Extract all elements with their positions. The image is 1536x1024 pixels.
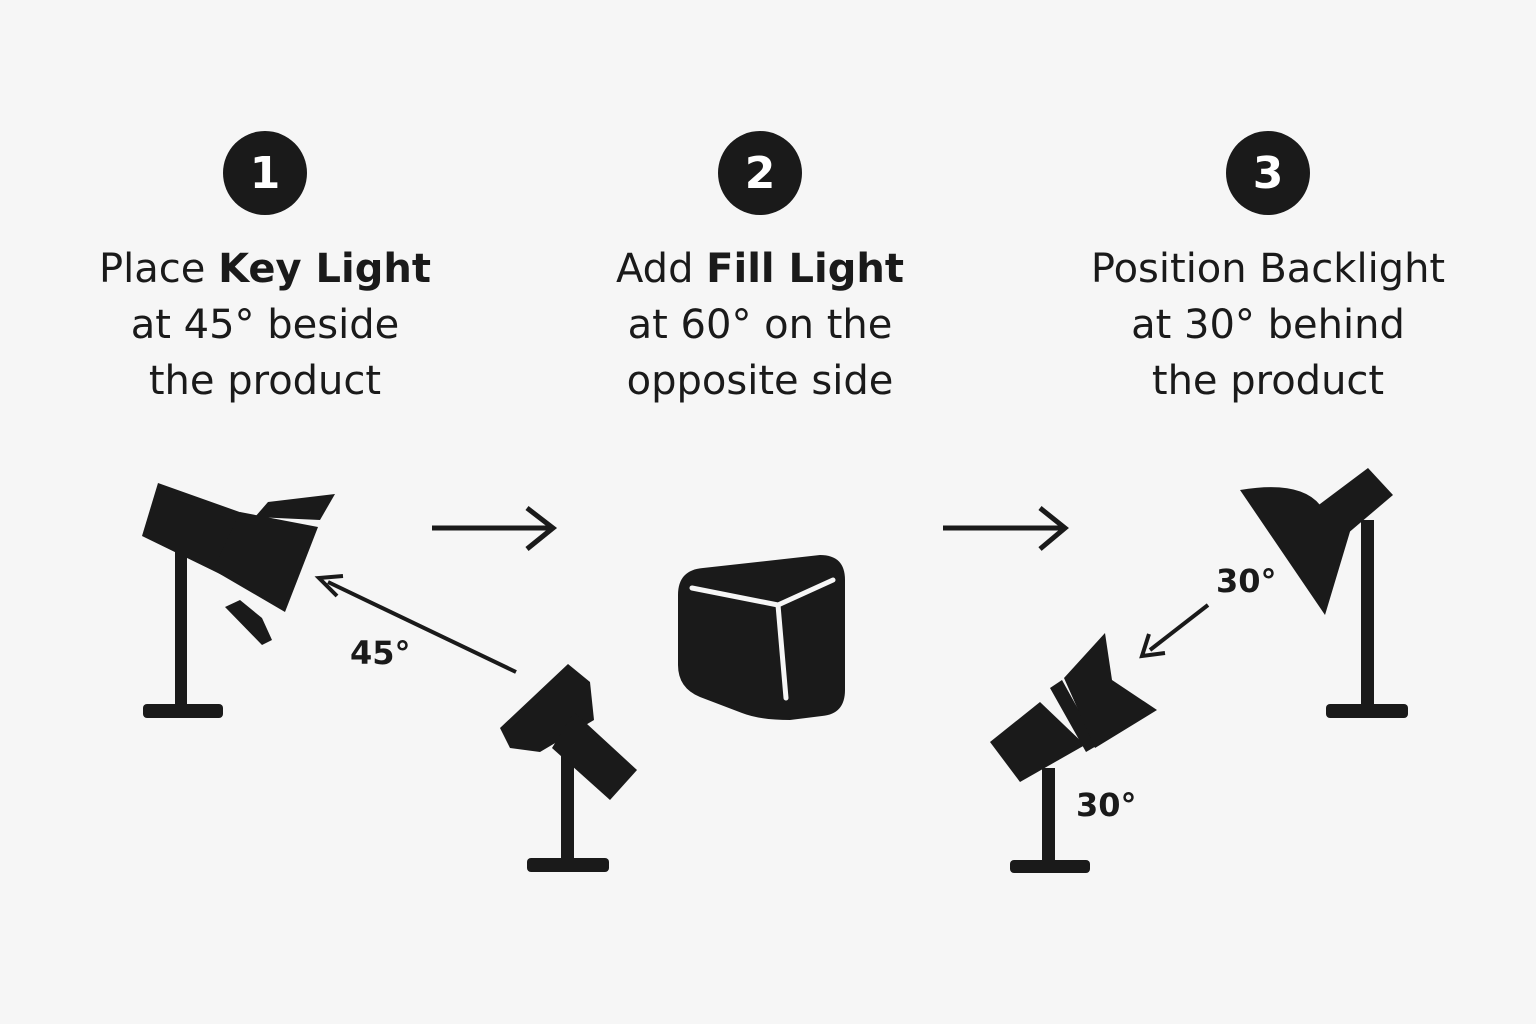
fill-light-icon [500, 664, 637, 872]
step-1-caption-line-2: at 45° beside [130, 302, 400, 348]
step-3-caption-line-3: the product [1151, 358, 1385, 404]
key-angle-arrow [314, 574, 517, 674]
step-2: 2 Add Fill Light at 60° on the opposite … [550, 131, 970, 409]
flow-arrow-2 [943, 506, 1069, 551]
step-2-caption-line-3: opposite side [626, 358, 894, 404]
step-1-caption-emphasis: Key Light [218, 246, 431, 292]
step-2-number-badge: 2 [718, 131, 802, 215]
step-1-caption-line-1: Place Key Light [99, 241, 431, 297]
small-light-icon [990, 633, 1157, 873]
key-angle-label: 45° [350, 634, 411, 672]
flow-arrow-1 [432, 506, 558, 551]
step-1-number-badge: 1 [223, 131, 307, 215]
step-1-caption-line-3: the product [148, 358, 382, 404]
step-3-caption-line-2: at 30° behind [1131, 302, 1405, 348]
back-angle-arrow [1139, 603, 1210, 659]
step-2-caption: Add Fill Light at 60° on the opposite si… [616, 241, 904, 409]
step-2-caption-prefix: Add [616, 246, 707, 292]
back-angle-label-top: 30° [1216, 562, 1277, 600]
step-3-caption: Position Backlight at 30° behind the pro… [1091, 241, 1445, 409]
product-cube-icon [678, 555, 845, 720]
step-3-caption-line-1: Position Backlight [1091, 241, 1445, 297]
step-3-number-badge: 3 [1226, 131, 1310, 215]
step-2-caption-line-1: Add Fill Light [616, 241, 904, 297]
step-1-caption: Place Key Light at 45° beside the produc… [99, 241, 431, 409]
key-light-icon [142, 483, 335, 718]
step-1-caption-prefix: Place [99, 246, 219, 292]
backlight-icon [1240, 468, 1408, 718]
back-angle-label-bottom: 30° [1076, 786, 1137, 824]
step-1: 1 Place Key Light at 45° beside the prod… [55, 131, 475, 409]
step-2-caption-line-2: at 60° on the [627, 302, 893, 348]
step-3-caption-prefix: Position Backlight [1090, 246, 1446, 292]
step-2-caption-emphasis: Fill Light [706, 246, 904, 292]
step-3: 3 Position Backlight at 30° behind the p… [1058, 131, 1478, 409]
